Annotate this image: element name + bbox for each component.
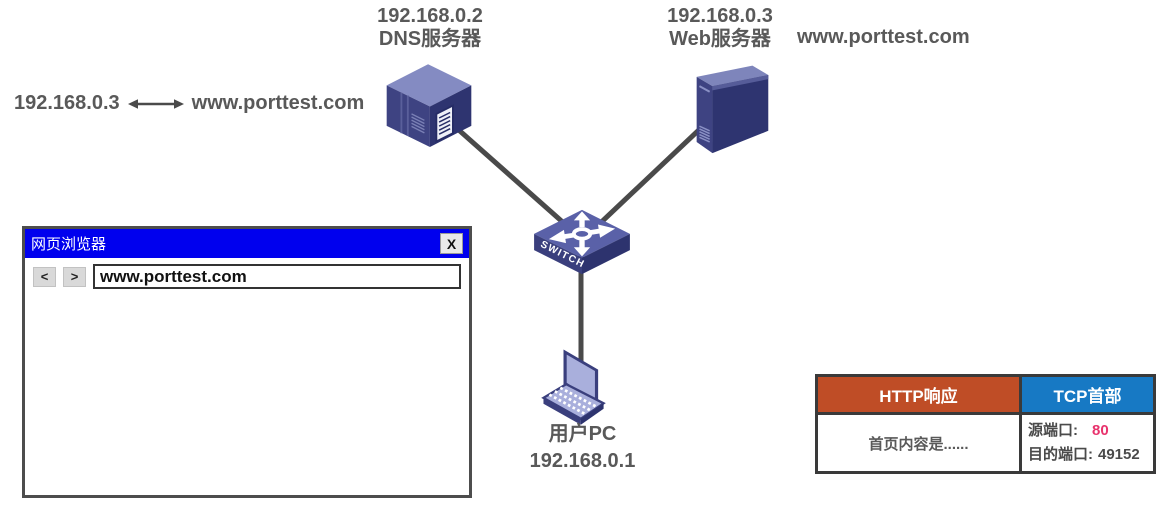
close-button[interactable]: X [440, 233, 463, 254]
source-port-value: 80 [1092, 422, 1109, 439]
mapping-ip: 192.168.0.3 [14, 92, 120, 114]
packet-table-body-row: 首页内容是...... 源端口: 80 目的端口: 49152 [818, 412, 1153, 471]
dns-server-icon [386, 64, 472, 147]
http-payload-cell: 首页内容是...... [818, 415, 1022, 471]
user-pc-icon [541, 349, 606, 425]
packet-table: HTTP响应 TCP首部 首页内容是...... 源端口: 80 目的端口: 491… [815, 374, 1156, 474]
packet-table-header-row: HTTP响应 TCP首部 [818, 377, 1153, 412]
dns-server-name: DNS服务器 [378, 28, 482, 50]
double-arrow-icon [127, 98, 184, 109]
destination-port-line: 目的端口: 49152 [1028, 443, 1150, 467]
address-bar-input[interactable] [93, 264, 461, 289]
back-button[interactable]: < [33, 266, 56, 287]
mapping-domain: www.porttest.com [191, 92, 365, 114]
dns-server-ip: 192.168.0.2 [377, 5, 483, 27]
browser-viewport [25, 293, 469, 493]
tcp-header-header: TCP首部 [1022, 377, 1153, 412]
browser-titlebar: 网页浏览器 X [25, 229, 469, 258]
dns-mapping-annotation: 192.168.0.3 www.porttest.com [14, 92, 364, 115]
web-server-icon [696, 65, 769, 154]
browser-toolbar: < > [25, 258, 469, 293]
browser-title: 网页浏览器 [31, 236, 107, 253]
dns-server-label: 192.168.0.2 DNS服务器 [350, 5, 510, 51]
web-server-ip: 192.168.0.3 [667, 5, 773, 27]
browser-window: 网页浏览器 X < > [22, 226, 472, 498]
user-pc-ip: 192.168.0.1 [529, 450, 636, 472]
switch-icon: SWITCH [534, 209, 630, 275]
switch-arrows-glyph [548, 211, 616, 257]
web-server-name: Web服务器 [669, 28, 771, 50]
forward-button[interactable]: > [63, 266, 86, 287]
user-pc-label: 用户PC 192.168.0.1 [505, 421, 660, 475]
destination-port-value: 49152 [1098, 446, 1140, 463]
tcp-ports-cell: 源端口: 80 目的端口: 49152 [1022, 415, 1153, 471]
http-response-header: HTTP响应 [818, 377, 1022, 412]
web-server-domain: www.porttest.com [797, 26, 970, 48]
user-pc-name: 用户PC [548, 423, 617, 445]
web-server-label: 192.168.0.3 Web服务器 [640, 5, 800, 51]
source-port-label: 源端口: [1028, 422, 1078, 439]
source-port-line: 源端口: 80 [1028, 419, 1150, 443]
destination-port-label: 目的端口: [1028, 446, 1093, 463]
